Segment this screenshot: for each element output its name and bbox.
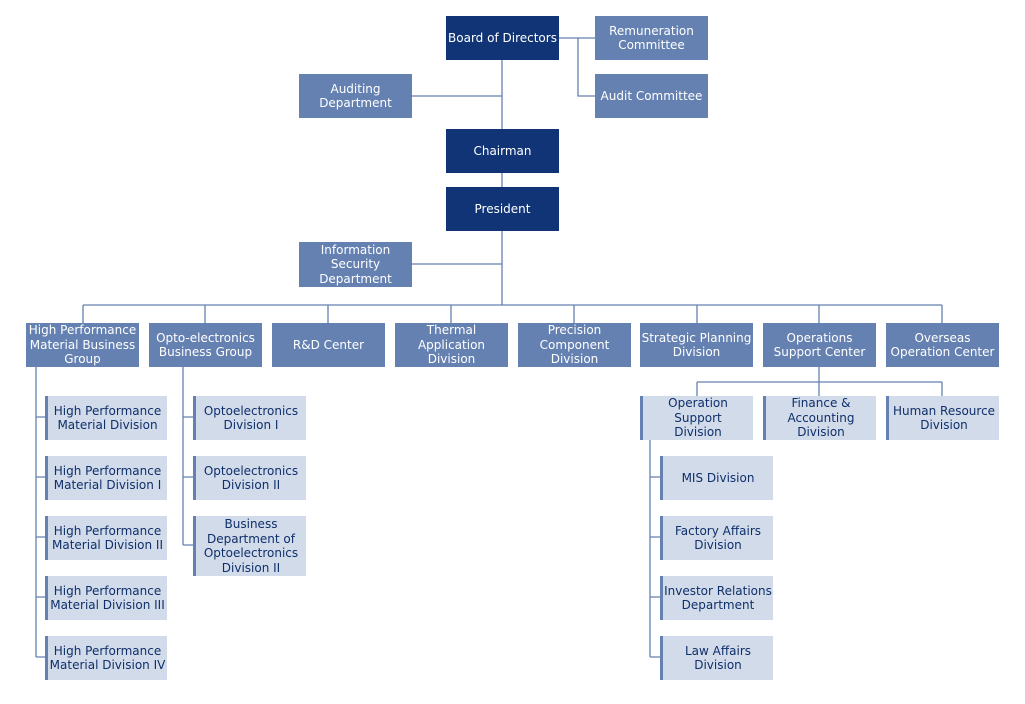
opto-electronics-business-group: Opto-electronics Business Group bbox=[149, 323, 262, 367]
operation-support-division: Operation Support Division bbox=[640, 396, 753, 440]
rd-center: R&D Center bbox=[272, 323, 385, 367]
hpm-division: High Performance Material Division I bbox=[45, 456, 167, 500]
hpm-division: High Performance Material Division IV bbox=[45, 636, 167, 680]
hpm-division: High Performance Material Division III bbox=[45, 576, 167, 620]
remuneration-committee: Remuneration Committee bbox=[595, 16, 708, 60]
thermal-application-division: Thermal Application Division bbox=[395, 323, 508, 367]
chairman: Chairman bbox=[446, 129, 559, 173]
factory-affairs-division: Factory Affairs Division bbox=[660, 516, 773, 560]
hpm-division: High Performance Material Division II bbox=[45, 516, 167, 560]
operations-support-center: Operations Support Center bbox=[763, 323, 876, 367]
law-affairs-division: Law Affairs Division bbox=[660, 636, 773, 680]
mis-division: MIS Division bbox=[660, 456, 773, 500]
strategic-planning-division: Strategic Planning Division bbox=[640, 323, 753, 367]
president: President bbox=[446, 187, 559, 231]
information-security-department: Information Security Department bbox=[299, 242, 412, 287]
overseas-operation-center: Overseas Operation Center bbox=[886, 323, 999, 367]
hpm-division: High Performance Material Division bbox=[45, 396, 167, 440]
board-of-directors: Board of Directors bbox=[446, 16, 559, 60]
optoelectronics-division: Optoelectronics Division II bbox=[193, 456, 306, 500]
business-department-optoelectronics: Business Department of Optoelectronics D… bbox=[193, 516, 306, 576]
investor-relations-department: Investor Relations Department bbox=[660, 576, 773, 620]
optoelectronics-division: Optoelectronics Division I bbox=[193, 396, 306, 440]
finance-accounting-division: Finance & Accounting Division bbox=[763, 396, 876, 440]
human-resource-division: Human Resource Division bbox=[886, 396, 999, 440]
auditing-department: Auditing Department bbox=[299, 74, 412, 118]
audit-committee: Audit Committee bbox=[595, 74, 708, 118]
precision-component-division: Precision Component Division bbox=[518, 323, 631, 367]
hpm-business-group: High Performance Material Business Group bbox=[26, 323, 139, 367]
